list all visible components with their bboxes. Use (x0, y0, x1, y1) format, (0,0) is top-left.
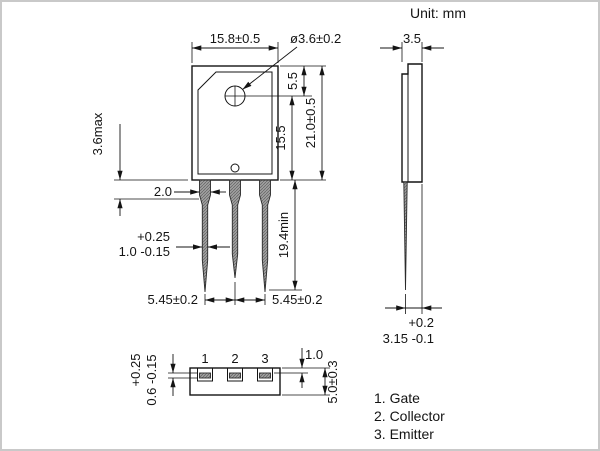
bottom-lead-slots (197, 368, 273, 382)
dim-bottom-depth-label: 5.0±0.3 (325, 360, 340, 403)
dim-side-thickness-plus-label: +0.2 (408, 315, 434, 330)
bottom-view: 1 2 3 +0.25 0.6 -0.15 1.0 5.0±0.3 (128, 347, 340, 406)
dim-bottom-lead-offset-label: 1.0 (305, 347, 323, 362)
dim-side-thickness-label: 3.15 -0.1 (383, 331, 434, 346)
dim-bottom-left (168, 354, 198, 396)
dim-bottom-lead-thickness-label: 0.6 -0.15 (144, 354, 159, 405)
dim-front-hole-to-base-label: 15.5 (273, 125, 288, 150)
pin-1-label: 1 (201, 351, 208, 366)
dim-side-thickness (385, 184, 442, 314)
dim-side-width-label: 3.5 (403, 31, 421, 46)
dim-hole-leader (242, 46, 298, 90)
front-mold-outline (197, 71, 273, 175)
dim-hole-label: ø3.6±0.2 (290, 31, 341, 46)
dim-bottom-lead-thickness-plus-label: +0.25 (128, 354, 143, 387)
pin-2-label: 2 (231, 351, 238, 366)
bottom-lead-3 (259, 372, 271, 379)
dim-front-pitch-left-label: 5.45±0.2 (147, 292, 198, 307)
legend-gate: 1. Gate (374, 390, 420, 406)
lead-2 (229, 179, 241, 279)
front-view: 15.8±0.5 ø3.6±0.2 5.5 15.5 21.0±0.5 3.6m… (90, 31, 341, 307)
dim-front-width (191, 42, 279, 63)
dim-front-shoulder-max (114, 124, 199, 216)
dim-front-top-to-hole-label: 5.5 (285, 72, 300, 90)
dim-front-right (245, 65, 326, 181)
dim-front-pitch (204, 282, 266, 305)
front-pin-mark (230, 163, 240, 173)
dim-front-width-label: 15.8±0.5 (210, 31, 261, 46)
side-body-outline (401, 63, 423, 183)
side-view: 3.5 +0.2 3.15 -0.1 (380, 31, 444, 346)
dim-front-lead-shoulder-label: 2.0 (154, 184, 172, 199)
dim-side-width (380, 42, 444, 62)
dim-front-lead-width-plus-label: +0.25 (137, 229, 170, 244)
legend-emitter: 3. Emitter (374, 426, 434, 442)
bottom-lead-2 (229, 372, 241, 379)
pin-legend: 1. Gate 2. Collector 3. Emitter (374, 390, 445, 442)
dim-front-pitch-right-label: 5.45±0.2 (272, 292, 323, 307)
bottom-lead-1 (199, 372, 211, 379)
unit-label: Unit: mm (410, 5, 466, 21)
dim-bottom-right (274, 348, 330, 396)
bottom-body-outline (189, 367, 281, 396)
lead-1 (199, 179, 211, 293)
dim-front-shoulder-max-label: 3.6max (90, 112, 105, 155)
pin-3-label: 3 (261, 351, 268, 366)
dim-front-lead-width-label: 1.0 -0.15 (119, 244, 170, 259)
legend-collector: 2. Collector (374, 408, 445, 424)
dim-front-lead-length-label: 19.4min (276, 212, 291, 258)
side-lead (403, 181, 408, 291)
dim-front-height-label: 21.0±0.5 (303, 98, 318, 149)
lead-3 (259, 179, 271, 293)
dim-front-lead-length (269, 180, 302, 291)
hole-crosshair (225, 86, 245, 106)
